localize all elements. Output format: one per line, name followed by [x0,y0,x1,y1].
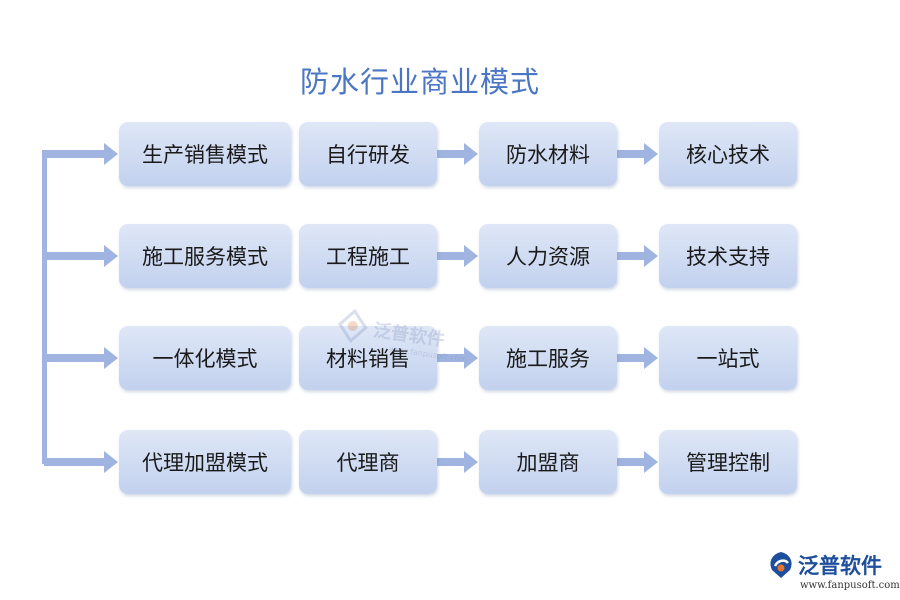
step-box-construction-service: 施工服务 [479,326,617,390]
arrow-step2-to-step3-row-2 [617,245,658,267]
arrow-bracket-to-mode-4 [44,451,118,473]
step-box-self-rd: 自行研发 [299,122,437,186]
step-box-human-resources: 人力资源 [479,224,617,288]
arrow-step1-to-step2-row-2 [437,245,478,267]
step-box-management-control: 管理控制 [659,430,797,494]
mode-box-production-sales: 生产销售模式 [119,122,291,186]
page-title: 防水行业商业模式 [300,65,541,99]
arrow-step2-to-step3-row-3 [617,347,658,369]
brand-name: 泛普软件 [798,554,882,578]
step-box-tech-support: 技术支持 [659,224,797,288]
arrow-step2-to-step3-row-4 [617,451,658,473]
step-box-agent: 代理商 [299,430,437,494]
brand-url: www.fanpusoft.com [800,580,900,591]
step-box-core-tech: 核心技术 [659,122,797,186]
mode-box-construction-service: 施工服务模式 [119,224,291,288]
bracket-vertical-line [42,150,47,464]
arrow-step1-to-step2-row-3 [437,347,478,369]
step-box-waterproof-material: 防水材料 [479,122,617,186]
step-box-engineering: 工程施工 [299,224,437,288]
step-box-franchisee: 加盟商 [479,430,617,494]
arrow-bracket-to-mode-2 [44,245,118,267]
step-box-material-sales: 材料销售 [299,326,437,390]
mode-box-agency-franchise: 代理加盟模式 [119,430,291,494]
arrow-step1-to-step2-row-4 [437,451,478,473]
brand-logo-icon [770,552,792,578]
arrow-bracket-to-mode-3 [44,347,118,369]
arrow-step2-to-step3-row-1 [617,143,658,165]
step-box-one-stop: 一站式 [659,326,797,390]
arrow-step1-to-step2-row-1 [437,143,478,165]
brand-logo[interactable]: 泛普软件 www.fanpusoft.com [766,548,900,598]
arrow-bracket-to-mode-1 [44,143,118,165]
mode-box-integrated: 一体化模式 [119,326,291,390]
